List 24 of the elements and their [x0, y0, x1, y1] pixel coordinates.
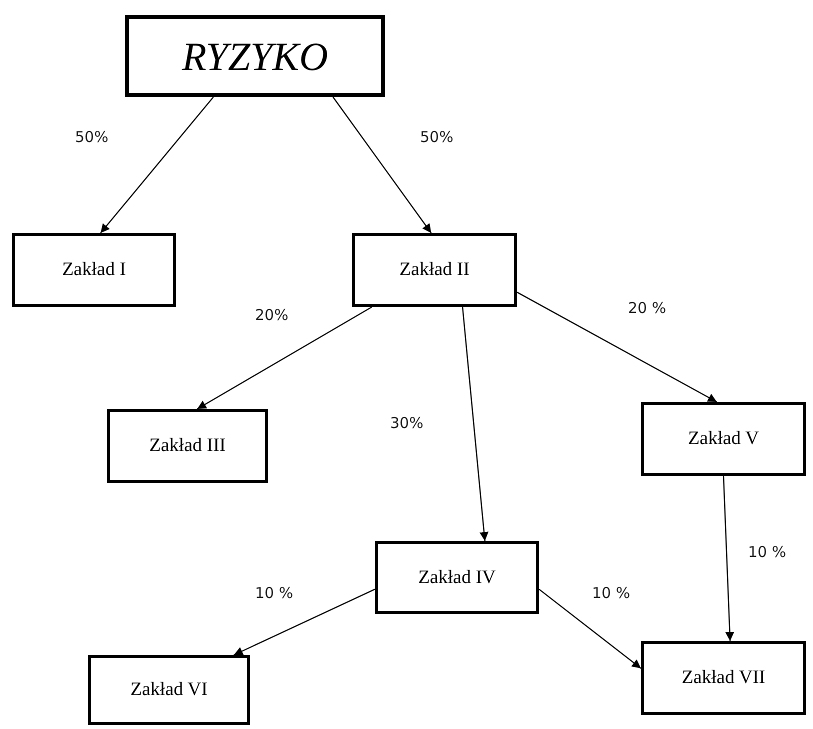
arrow	[538, 588, 642, 669]
process-box	[12, 233, 176, 307]
process-box	[352, 233, 517, 307]
arrow	[234, 588, 376, 656]
box-label: Zakład VII	[682, 667, 766, 689]
process-box	[107, 409, 268, 483]
arrow	[196, 306, 372, 410]
box-label: Zakład II	[399, 259, 470, 281]
process-box	[641, 641, 806, 715]
process-box	[641, 402, 806, 476]
box-label: Zakład III	[149, 435, 226, 457]
arrow	[332, 96, 432, 234]
arrow	[100, 96, 214, 234]
box-label: RYZYKO	[182, 32, 328, 80]
process-box	[375, 541, 539, 614]
box-label: Zakład V	[688, 428, 759, 450]
arrow	[722, 476, 734, 642]
arrow	[462, 306, 488, 542]
arrow	[516, 292, 718, 403]
box-label: Zakład IV	[418, 566, 496, 588]
box-label: Zakład I	[62, 259, 126, 281]
process-box	[125, 15, 385, 97]
process-box	[88, 655, 250, 725]
box-label: Zakład VI	[130, 679, 208, 701]
